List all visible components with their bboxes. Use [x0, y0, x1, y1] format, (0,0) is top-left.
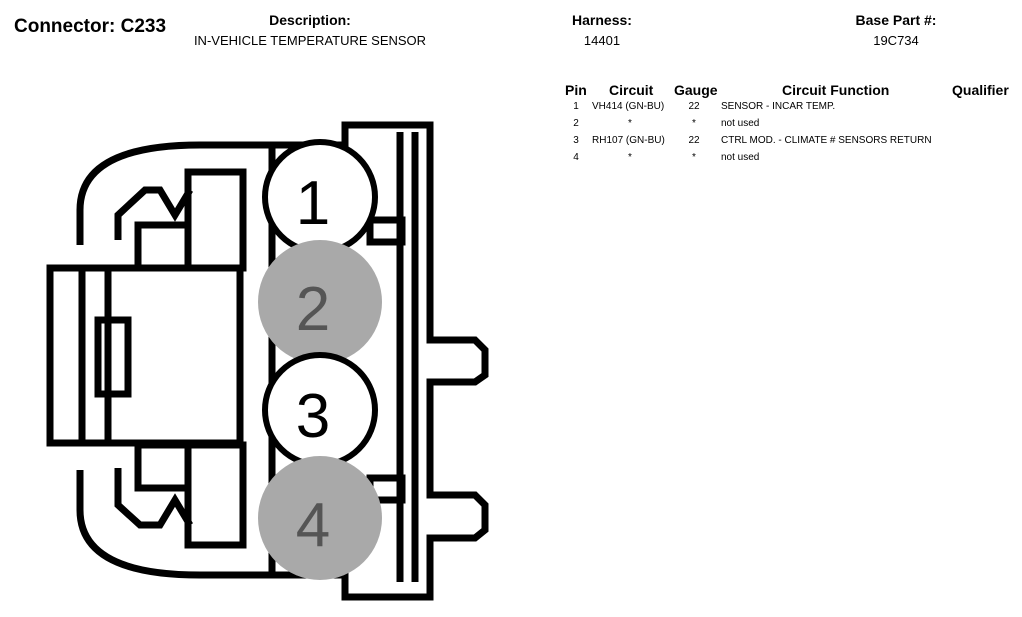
col-header-qualifier: Qualifier [952, 82, 1009, 98]
pin-number: 4 [296, 491, 330, 560]
description-block: Description: IN-VEHICLE TEMPERATURE SENS… [180, 12, 440, 48]
lock-tab-lower [184, 441, 247, 549]
cell-gauge: * [692, 118, 696, 129]
pin-circle [258, 456, 382, 580]
base-part-value: 19C734 [873, 33, 919, 48]
lock-hook-upper [114, 186, 194, 240]
base-part-label: Base Part #: [855, 12, 937, 28]
col-header-pin: Pin [565, 82, 587, 98]
col-header-circuit-function: Circuit Function [782, 82, 890, 98]
cell-gauge: 22 [688, 101, 700, 112]
lock-post-lower [134, 441, 192, 492]
cell-pin: 1 [573, 101, 579, 112]
col-header-gauge: Gauge [674, 82, 718, 98]
housing-outline-top [76, 121, 434, 245]
pin-number: 3 [296, 382, 330, 451]
base-part-block: Base Part #: 19C734 [836, 12, 956, 48]
harness-label: Harness: [572, 12, 632, 28]
cell-function: not used [721, 152, 760, 163]
pin-circle [258, 240, 382, 364]
cell-circuit: * [628, 152, 632, 163]
description-label: Description: [269, 12, 351, 28]
harness-value: 14401 [583, 33, 621, 48]
connector-title: Connector: C233 [14, 16, 167, 37]
housing-right-wall [426, 140, 489, 585]
cell-gauge: 22 [688, 135, 700, 146]
col-header-circuit: Circuit [609, 82, 654, 98]
table-row: 1 VH414 (GN-BU) 22 SENSOR - INCAR TEMP. [560, 101, 1020, 118]
lock-hook-lower [114, 468, 194, 529]
pin-cavity-3: 3 [262, 352, 378, 468]
table-row: 2 * * not used [560, 118, 1020, 135]
pin-cavity-4: 4 [258, 456, 382, 580]
pin-cavity-1: 1 [262, 139, 378, 255]
cell-gauge: * [692, 152, 696, 163]
cell-circuit: * [628, 118, 632, 129]
cell-function: not used [721, 118, 760, 129]
cell-function: CTRL MOD. - CLIMATE # SENSORS RETURN [721, 135, 932, 146]
lock-post-upper [134, 221, 192, 272]
pin-cavity-2: 2 [258, 240, 382, 364]
lock-tab-upper [184, 168, 247, 272]
cell-pin: 4 [573, 152, 579, 163]
cell-circuit: VH414 (GN-BU) [592, 101, 665, 112]
table-row: 4 * * not used [560, 152, 1020, 169]
cell-pin: 2 [573, 118, 579, 129]
cell-pin: 3 [573, 135, 579, 146]
pin-number: 1 [296, 169, 330, 238]
cell-function: SENSOR - INCAR TEMP. [721, 101, 836, 112]
latch-slot [94, 316, 132, 398]
key-upper [366, 216, 406, 246]
table-row: 3 RH107 (GN-BU) 22 CTRL MOD. - CLIMATE #… [560, 135, 1020, 152]
harness-block: Harness: 14401 [552, 12, 652, 48]
pin-number: 2 [296, 275, 330, 344]
description-value: IN-VEHICLE TEMPERATURE SENSOR [193, 33, 427, 48]
cell-circuit: RH107 (GN-BU) [592, 135, 665, 146]
pin-table: 1 VH414 (GN-BU) 22 SENSOR - INCAR TEMP. … [560, 101, 1020, 169]
